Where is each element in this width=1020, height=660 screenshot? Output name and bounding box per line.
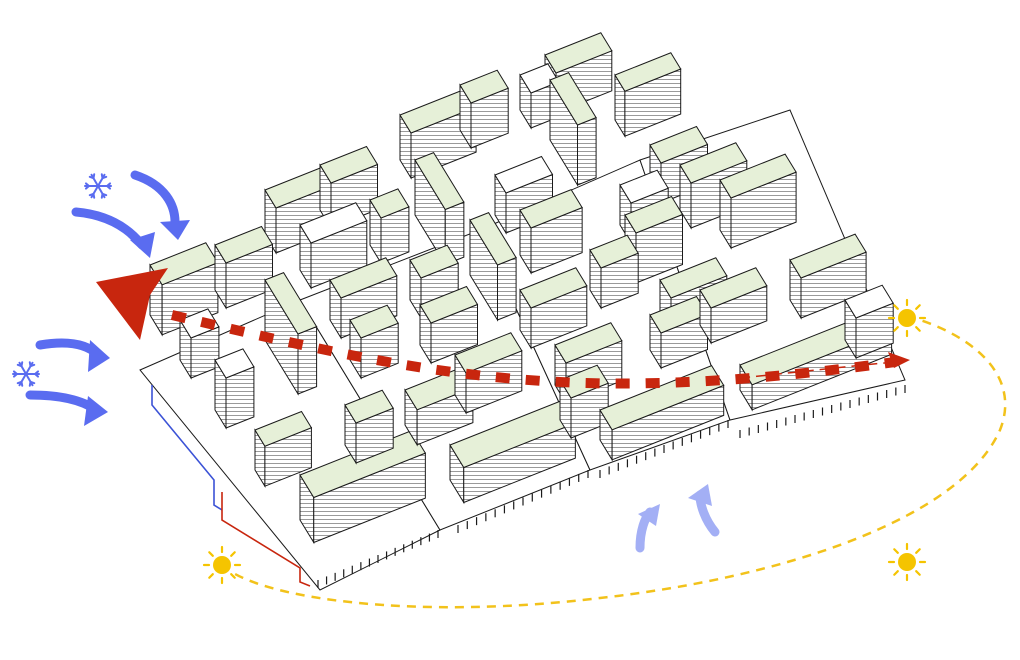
bar-w-4-roof — [419, 285, 479, 324]
bar-n-2 — [494, 155, 554, 235]
bar-s-4-roof — [559, 364, 609, 399]
bar-se-long — [599, 364, 725, 462]
bar-s-2 — [454, 332, 523, 415]
curved-arrow-icon — [635, 504, 660, 553]
bar-sw-long — [299, 429, 427, 545]
snowflakes-group — [12, 173, 112, 387]
bar-nw-3-roof — [329, 257, 398, 299]
bar-nw-3 — [329, 257, 398, 340]
bar-c-0 — [469, 211, 517, 322]
bar-ne-2-roof — [549, 71, 597, 126]
section-line-red — [221, 492, 311, 587]
bar-s-4 — [559, 364, 609, 440]
tower-n-2-roof — [459, 69, 509, 104]
curved-arrow-icon — [130, 170, 190, 240]
bar-se-2 — [699, 267, 768, 345]
bar-e-2 — [844, 284, 894, 360]
pilotis-ticks — [317, 385, 906, 588]
bar-nw-2 — [369, 188, 410, 265]
bar-ne-2-south-face — [577, 116, 597, 186]
bar-n-6-roof — [659, 257, 728, 299]
bar-w-6 — [254, 410, 313, 488]
bar-n-3-roof — [519, 189, 583, 229]
bar-w-6-roof — [254, 410, 313, 447]
sun-icon — [202, 545, 242, 585]
buildings-group — [149, 32, 894, 545]
tower-w-2 — [214, 225, 274, 310]
bar-ne-5-roof — [719, 153, 797, 199]
bar-se-long-roof — [599, 364, 725, 431]
bar-sw-2-roof — [344, 389, 394, 424]
warm-wind-head-west — [96, 268, 168, 340]
curved-arrow-icon — [688, 484, 720, 537]
snowflake-icon — [12, 361, 40, 387]
suns-group — [202, 298, 927, 585]
bar-se-1 — [649, 295, 709, 370]
bar-w-5-roof — [214, 348, 255, 379]
bar-s-3-roof — [554, 322, 623, 364]
bar-n-2-roof — [494, 155, 554, 194]
bar-nw-1-roof — [299, 202, 368, 244]
bar-n-5-roof — [624, 195, 684, 234]
bar-ne-5 — [719, 153, 797, 250]
tower-ne-1-roof — [544, 32, 613, 74]
bar-nw-4-roof — [409, 244, 459, 279]
warm-wind-thin-tail — [739, 361, 896, 379]
curved-arrow-icon — [25, 390, 108, 426]
section-line-blue — [151, 385, 223, 511]
sun-icon — [887, 542, 927, 582]
bar-n-3 — [519, 189, 583, 275]
bar-w-3 — [349, 304, 399, 380]
curved-arrow-icon — [71, 207, 155, 258]
warm-wind-arrow — [96, 268, 910, 389]
curved-arrow-icon — [35, 338, 110, 372]
bar-ne-2 — [549, 71, 597, 187]
bar-w-2-roof — [264, 271, 318, 335]
bar-e-2-roof — [844, 284, 894, 319]
bar-ne-1-roof — [614, 52, 682, 92]
bar-w-4 — [419, 285, 479, 365]
sun-icon — [887, 298, 927, 338]
bar-c-2-roof — [589, 234, 639, 269]
bar-n-1 — [414, 151, 465, 267]
bar-s-long — [449, 399, 577, 505]
bar-ne-4-roof — [679, 142, 748, 184]
tower-w-2-roof — [214, 225, 274, 264]
bar-c-0-south-face — [497, 256, 517, 321]
warm-wind-head-east — [888, 352, 910, 368]
bar-c-0-roof — [469, 211, 517, 266]
bar-c-2 — [589, 234, 639, 310]
site-section-lines — [151, 385, 311, 587]
bar-ne-1 — [614, 52, 682, 138]
bar-n-4-roof — [619, 169, 669, 204]
tower-n-2 — [459, 69, 509, 150]
bar-e-1 — [789, 233, 867, 320]
bar-w-1-roof — [179, 308, 220, 339]
bar-sw-2 — [344, 389, 394, 465]
bar-e-1-roof — [789, 233, 867, 279]
bar-w-5 — [214, 348, 255, 430]
bar-ne-3-roof — [649, 125, 709, 164]
bar-s-2-roof — [454, 332, 523, 374]
sun-path-arc — [221, 318, 1007, 609]
tower-nw-2-roof — [319, 145, 379, 184]
cold-wind-arrows — [25, 170, 720, 553]
bar-c-1-roof — [519, 267, 588, 309]
snowflake-icon — [84, 173, 112, 199]
bar-w-1 — [179, 308, 220, 380]
bar-w-3-roof — [349, 304, 399, 339]
warm-wind-path — [170, 310, 896, 389]
bar-se-2-roof — [699, 267, 768, 309]
bar-n-1-roof — [414, 151, 465, 211]
bar-c-1 — [519, 267, 588, 350]
bar-nw-2-roof — [369, 188, 410, 219]
bar-w-2-south-face — [297, 325, 318, 395]
